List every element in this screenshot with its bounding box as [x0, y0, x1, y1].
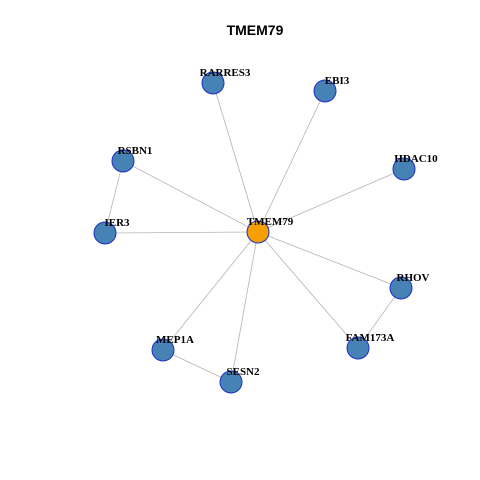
- node-tmem79: [246, 220, 270, 244]
- node-hdac10: [392, 157, 416, 181]
- node-label-rarres3: RARRES3: [200, 67, 251, 79]
- edge-tmem79-sesn2: [230, 231, 259, 383]
- node-rarres3: [201, 71, 225, 95]
- node-layer: [93, 71, 416, 394]
- edge-tmem79-mep1a: [162, 231, 259, 351]
- edge-tmem79-ier3: [104, 231, 259, 234]
- node-mep1a: [151, 338, 175, 362]
- edge-tmem79-rarres3: [212, 82, 259, 233]
- node-rhov: [389, 276, 413, 300]
- edge-tmem79-rsbn1: [122, 160, 259, 233]
- edge-rhov-fam173a: [357, 287, 402, 349]
- edge-tmem79-fam173a: [257, 231, 359, 349]
- node-label-fam173a: FAM173A: [346, 332, 395, 344]
- edge-tmem79-hdac10: [257, 168, 405, 233]
- node-ebi3: [313, 79, 337, 103]
- edge-tmem79-rhov: [257, 231, 402, 289]
- node-label-mep1a: MEP1A: [156, 334, 194, 346]
- node-rsbn1: [111, 149, 135, 173]
- node-label-ebi3: EBI3: [325, 75, 350, 87]
- node-label-tmem79: TMEM79: [247, 216, 294, 228]
- node-label-ier3: IER3: [104, 217, 130, 229]
- edge-mep1a-sesn2: [162, 349, 232, 383]
- diagram-title: TMEM79: [227, 22, 284, 38]
- edge-layer: [104, 82, 405, 383]
- edge-tmem79-ebi3: [257, 90, 326, 233]
- node-label-sesn2: SESN2: [226, 366, 260, 378]
- node-label-rhov: RHOV: [397, 272, 430, 284]
- edge-rsbn1-ier3: [104, 160, 124, 234]
- node-sesn2: [219, 370, 243, 394]
- node-label-rsbn1: RSBN1: [118, 145, 153, 157]
- node-fam173a: [346, 336, 370, 360]
- node-label-hdac10: HDAC10: [394, 153, 438, 165]
- node-ier3: [93, 221, 117, 245]
